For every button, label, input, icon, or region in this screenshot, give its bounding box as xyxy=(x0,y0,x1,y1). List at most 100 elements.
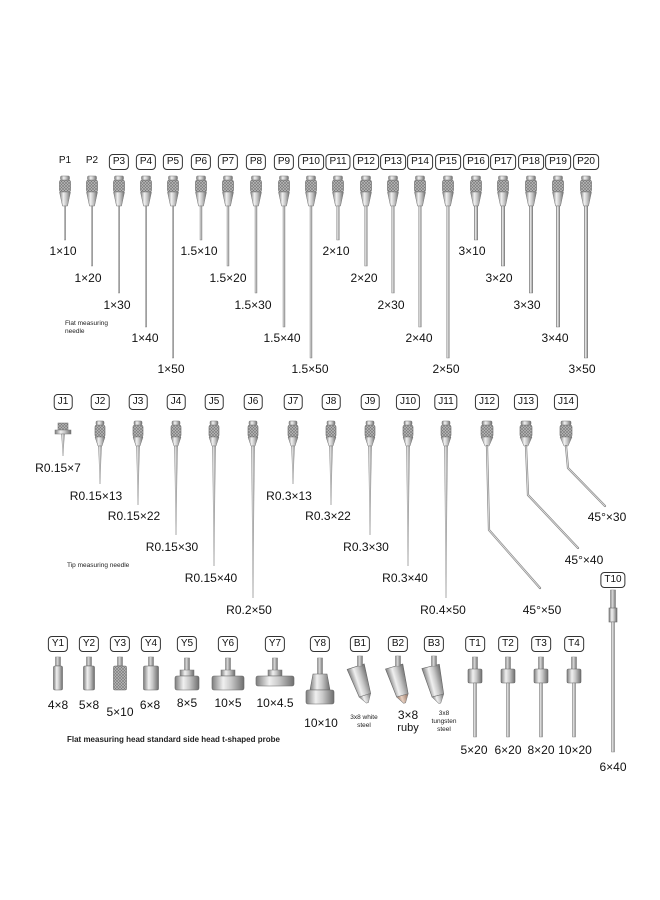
flat-needle-p4-shaft xyxy=(145,205,147,328)
code-label-j13: J13 xyxy=(513,394,539,410)
code-label-j11: J11 xyxy=(434,394,458,410)
tip-needle-j14-knurl xyxy=(559,424,573,438)
head-drawings xyxy=(53,589,618,753)
flat-needle-p10-knurl xyxy=(305,179,317,193)
size-label-p7: 1.5×20 xyxy=(209,271,247,285)
code-label-p3: P3 xyxy=(108,154,130,170)
code-label-t3: T3 xyxy=(531,636,551,652)
head-b1-body xyxy=(346,663,372,698)
head-b2-thread xyxy=(395,655,401,667)
code-label-j4: J4 xyxy=(166,394,186,410)
code-label-t2: T2 xyxy=(498,636,518,652)
tip-needle-j5-taper xyxy=(208,436,220,447)
tip-needle-j8-cap xyxy=(326,420,336,426)
flat-needle-p12-cap xyxy=(361,175,371,181)
tip-needle-j8-taper xyxy=(325,436,337,447)
tip-needle-j8-point xyxy=(329,445,333,506)
flat-needle-p15-knurl xyxy=(442,179,454,193)
size-label-p13: 2×30 xyxy=(377,298,405,312)
code-label-t10: T10 xyxy=(600,572,626,588)
flat-needle-p12-knurl xyxy=(360,179,372,193)
tip-needle-j4-taper xyxy=(170,436,182,447)
size-label-p9: 1.5×40 xyxy=(263,331,301,345)
tip-needle-j5-knurl xyxy=(208,424,220,438)
code-label-y1: Y1 xyxy=(47,636,69,652)
code-label-p11: P11 xyxy=(325,154,351,170)
code-label-j3: J3 xyxy=(128,394,148,410)
flat-needle-p16-shaft xyxy=(474,205,479,241)
flat-needle-p9-cap xyxy=(279,175,289,181)
heads-caption: Flat measuring head standard side head t… xyxy=(67,735,280,744)
size-label-j5: R0.15×40 xyxy=(184,571,238,585)
size-label-y7: 10×4.5 xyxy=(256,696,294,710)
tip-needle-j11-taper xyxy=(440,436,452,447)
tip-needle-j9-cap xyxy=(365,420,375,426)
flat-needle-p4-taper xyxy=(140,191,152,207)
code-label-p10: P10 xyxy=(298,154,324,170)
head-y5-disc xyxy=(174,675,200,691)
tip-needle-j9-taper xyxy=(364,436,376,447)
head-t3-body xyxy=(533,668,549,684)
tip-needle-j12-shaft xyxy=(485,444,542,590)
tip-needle-j13-knurl xyxy=(519,424,533,438)
tip-needle-j5-cap xyxy=(209,420,219,426)
head-t10-body xyxy=(608,607,618,623)
code-label-p19: P19 xyxy=(545,154,571,170)
tip-needle-j10-taper xyxy=(402,436,414,447)
tip-needle-j10-cap xyxy=(403,420,413,426)
head-t4-body xyxy=(566,668,582,684)
head-y8-base xyxy=(305,689,335,705)
head-y8-body xyxy=(309,673,331,691)
flat-needle-p8-cap xyxy=(251,175,261,181)
head-b1-thread xyxy=(357,655,363,667)
tip-needle-j6-point xyxy=(251,445,255,599)
size-label-p1: 1×10 xyxy=(49,244,77,258)
size-label-t2: 6×20 xyxy=(494,743,522,757)
flat-needle-p3-taper xyxy=(113,191,125,207)
size-label-b2: 3×8 xyxy=(397,708,419,722)
head-y7-disc xyxy=(255,675,295,687)
flat-needle-p10-cap xyxy=(306,175,316,181)
head-t3-stem xyxy=(539,682,543,738)
head-t4-stem xyxy=(572,682,576,738)
tip-needle-j1-collar xyxy=(54,429,72,435)
code-label-p4: P4 xyxy=(135,154,157,170)
flat-needle-p11-cap xyxy=(333,175,343,181)
flat-needle-p19-cap xyxy=(553,175,563,181)
head-y4-body xyxy=(143,665,159,691)
tip-needle-j13-cap xyxy=(520,420,532,426)
flat-needle-p17-shaft xyxy=(501,205,506,267)
tip-needle-j3-taper xyxy=(132,436,144,447)
tip-needle-j14-cap xyxy=(560,420,572,426)
code-label-p5: P5 xyxy=(162,154,184,170)
flat-needle-p17-cap xyxy=(498,175,508,181)
size-label-t3: 8×20 xyxy=(527,743,555,757)
code-label-j12: J12 xyxy=(474,394,500,410)
flat-needle-p19-shaft xyxy=(556,205,561,328)
flat-needle-p18-shaft xyxy=(529,205,534,294)
tip-needle-j13-taper xyxy=(519,436,533,447)
flat-needle-caption: Flat measuring needle xyxy=(65,320,108,336)
code-label-t4: T4 xyxy=(564,636,584,652)
code-label-j2: J2 xyxy=(90,394,110,410)
size-label-t1: 5×20 xyxy=(460,743,488,757)
flat-needle-p20-knurl xyxy=(580,179,592,193)
size-label-j14: 45°×30 xyxy=(587,510,627,524)
tip-needle-j6-taper xyxy=(247,436,259,447)
head-b3 xyxy=(421,663,445,704)
code-label-p2: P2 xyxy=(82,154,102,170)
flat-needle-p7-knurl xyxy=(222,179,234,193)
head-y6-disc xyxy=(211,675,245,691)
head-y7-neck xyxy=(267,669,283,677)
size-label-j4: R0.15×30 xyxy=(145,540,199,554)
flat-needle-p14-taper xyxy=(414,191,426,207)
flat-needle-p1-cap xyxy=(60,175,70,181)
code-label-b2: B2 xyxy=(387,636,409,652)
head-y3-thread xyxy=(117,656,123,667)
flat-needle-p2-taper xyxy=(86,191,98,207)
flat-needle-p11-taper xyxy=(332,191,344,207)
tip-needle-j3-point xyxy=(136,445,140,506)
flat-needle-p6-cap xyxy=(196,175,206,181)
size-label-p8: 1.5×30 xyxy=(234,298,272,312)
size-label-y3: 5×10 xyxy=(106,705,134,719)
